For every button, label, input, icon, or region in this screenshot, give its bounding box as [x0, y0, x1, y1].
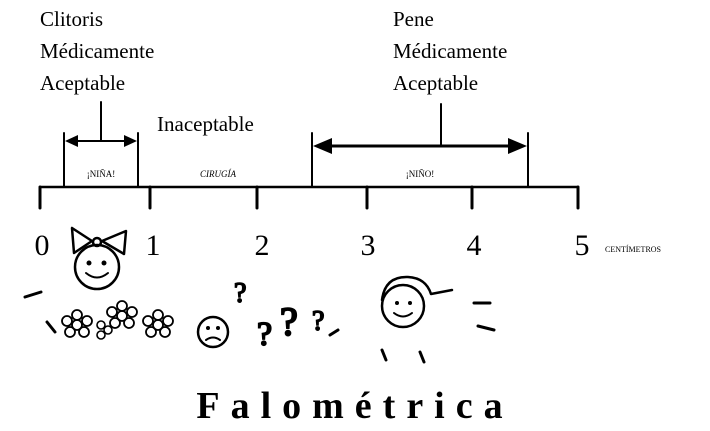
clitoris-arrowhead-right [124, 135, 137, 147]
zone-label-cirugia: CIRUGÍA [200, 169, 236, 179]
axis-unit-label: CENTÍMETROS [605, 244, 661, 254]
decorative-strokes [23, 290, 496, 364]
question-mark-3: ? [280, 299, 298, 344]
flower-icon-3 [142, 309, 174, 338]
bow-right-icon [100, 229, 128, 256]
question-mark-4: ? [312, 306, 324, 337]
tick-label-0: 0 [35, 229, 50, 262]
tick-label-3: 3 [361, 229, 376, 262]
clitoris-range-bracket [63, 101, 139, 187]
centimeter-axis [38, 185, 580, 210]
girl-face-icon [70, 226, 128, 291]
bow-left-icon [70, 226, 94, 255]
question-mark-2: ? [257, 316, 272, 353]
clitoris-label-line-1: Clitoris [40, 7, 103, 31]
tick-label-2: 2 [255, 229, 270, 262]
flower-icon-2 [106, 300, 138, 329]
pene-label-line-3: Aceptable [393, 71, 478, 95]
zone-label-nina: ¡NIÑA! [87, 169, 116, 179]
tick-label-4: 4 [467, 229, 482, 262]
pene-arrowhead-left [313, 138, 332, 154]
pene-arrowhead-right [508, 138, 527, 154]
pene-label: Pene Médicamente Aceptable [393, 7, 507, 95]
pene-range-bracket [311, 103, 529, 187]
boy-face-icon [380, 275, 454, 329]
inaceptable-label: Inaceptable [157, 112, 254, 136]
pene-label-line-2: Médicamente [393, 39, 507, 63]
zone-label-nino: ¡NIÑO! [406, 169, 435, 179]
question-marks-icon: ? ? ? ? [233, 277, 325, 354]
clitoris-label: Clitoris Médicamente Aceptable [40, 7, 154, 95]
page-title: Falométrica [196, 385, 513, 427]
flower-icon-4 [96, 320, 113, 340]
sad-face-icon [196, 315, 230, 349]
question-mark-1: ? [234, 278, 246, 309]
cap-icon [380, 275, 454, 302]
flower-icon-1 [61, 309, 93, 338]
tick-label-1: 1 [146, 229, 161, 262]
tick-label-5: 5 [575, 229, 590, 262]
pene-label-line-1: Pene [393, 7, 434, 31]
clitoris-label-line-2: Médicamente [40, 39, 154, 63]
clitoris-label-line-3: Aceptable [40, 71, 125, 95]
clitoris-arrowhead-left [65, 135, 78, 147]
